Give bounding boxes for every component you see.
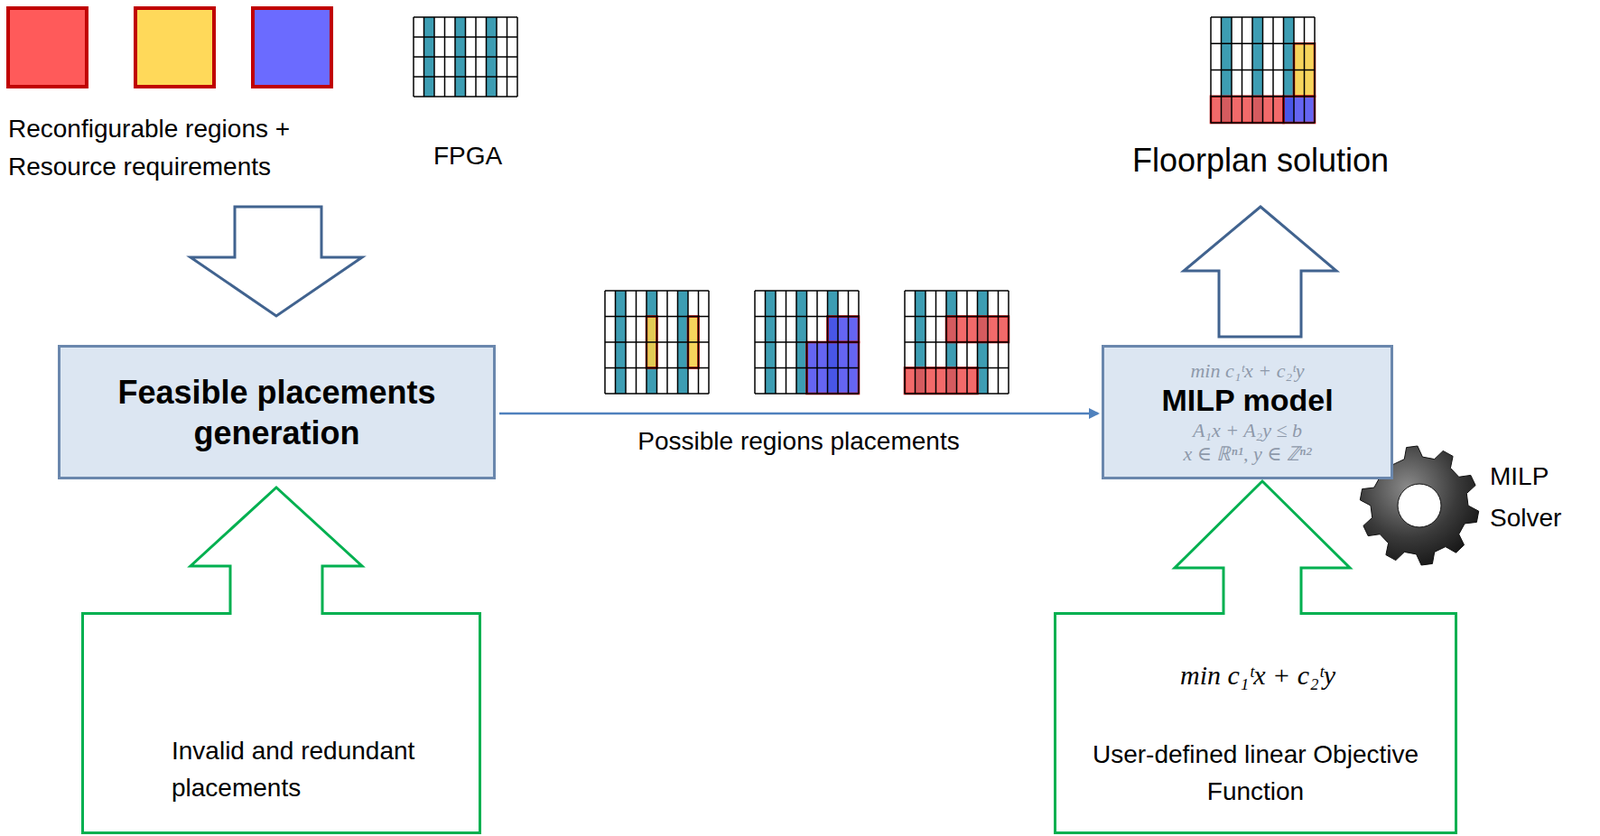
callout-arrow xyxy=(1055,481,1457,834)
grid-line xyxy=(754,289,859,292)
free-label: MILP Solver xyxy=(1489,455,1591,540)
fpga-grid xyxy=(754,290,859,394)
node-text: MILP model xyxy=(1161,381,1333,419)
grid-line xyxy=(754,316,859,318)
model-box: MILP modelmin c₁ᵗx + c₂ᵗyA₁x + A₂y ≤ bx … xyxy=(1101,344,1394,480)
grid-line xyxy=(413,95,518,98)
fpga-grid xyxy=(413,17,518,97)
grid-line xyxy=(413,55,518,58)
grid-ground xyxy=(1210,17,1315,123)
process-box: Feasible placements generation xyxy=(57,344,496,480)
grid-ground xyxy=(413,17,518,97)
grid-line xyxy=(904,392,1009,395)
node-text: min c₁ᵗx + c₂ᵗy xyxy=(1180,659,1336,692)
grid-line xyxy=(1210,16,1315,19)
grid-line xyxy=(904,289,1009,292)
grid-line xyxy=(754,392,859,395)
edge-label: Possible regions placements xyxy=(633,426,963,457)
fpga-grid xyxy=(604,290,709,394)
grid-line xyxy=(754,367,859,370)
grid-line xyxy=(904,316,1009,318)
node-text: Feasible placements generation xyxy=(78,372,476,454)
grid-line xyxy=(1210,43,1315,46)
grid-ground xyxy=(754,290,859,394)
region-placement xyxy=(827,316,860,344)
grid-line xyxy=(604,392,709,395)
grid-line xyxy=(1210,95,1315,98)
grid-ground xyxy=(904,290,1009,394)
hollow-arrow-up xyxy=(1183,206,1337,337)
flow-arrow xyxy=(499,412,1098,416)
grid-line xyxy=(604,367,709,370)
node-text: User-defined linear Objective Function xyxy=(1066,736,1445,810)
fpga-grid xyxy=(1210,17,1315,123)
hollow-arrow-down xyxy=(190,206,363,317)
callout-box: Invalid and redundant placements xyxy=(81,612,482,835)
grid-line xyxy=(604,289,709,292)
grid-line xyxy=(604,341,709,344)
grid-line xyxy=(904,367,1009,370)
callout-arrow xyxy=(83,487,481,834)
grid-line xyxy=(904,341,1009,344)
node-text: Invalid and redundant placements xyxy=(171,733,475,807)
free-label: Reconfigurable regions + Resource requir… xyxy=(8,110,370,187)
region-yellow xyxy=(135,8,214,87)
node-text: x ∈ ℝⁿ¹, y ∈ ℤⁿ² xyxy=(1182,442,1312,466)
grid-line xyxy=(604,316,709,318)
grid-line xyxy=(1210,121,1315,124)
region-placement xyxy=(1283,96,1316,123)
fpga-grid xyxy=(904,290,1009,394)
grid-line xyxy=(754,341,859,344)
grid-line xyxy=(413,16,518,19)
grid-line xyxy=(1210,69,1315,72)
free-label: FPGA xyxy=(386,140,549,172)
region-blue xyxy=(252,8,332,87)
free-label: Floorplan solution xyxy=(1079,140,1442,180)
grid-line xyxy=(413,36,518,38)
callout-box: min c₁ᵗx + c₂ᵗyUser-defined linear Objec… xyxy=(1053,612,1458,835)
node-text: A₁x + A₂y ≤ b xyxy=(1192,418,1303,442)
grid-ground xyxy=(604,290,709,394)
node-text: min c₁ᵗx + c₂ᵗy xyxy=(1190,359,1304,382)
grid-line xyxy=(413,75,518,78)
region-red xyxy=(8,8,87,87)
